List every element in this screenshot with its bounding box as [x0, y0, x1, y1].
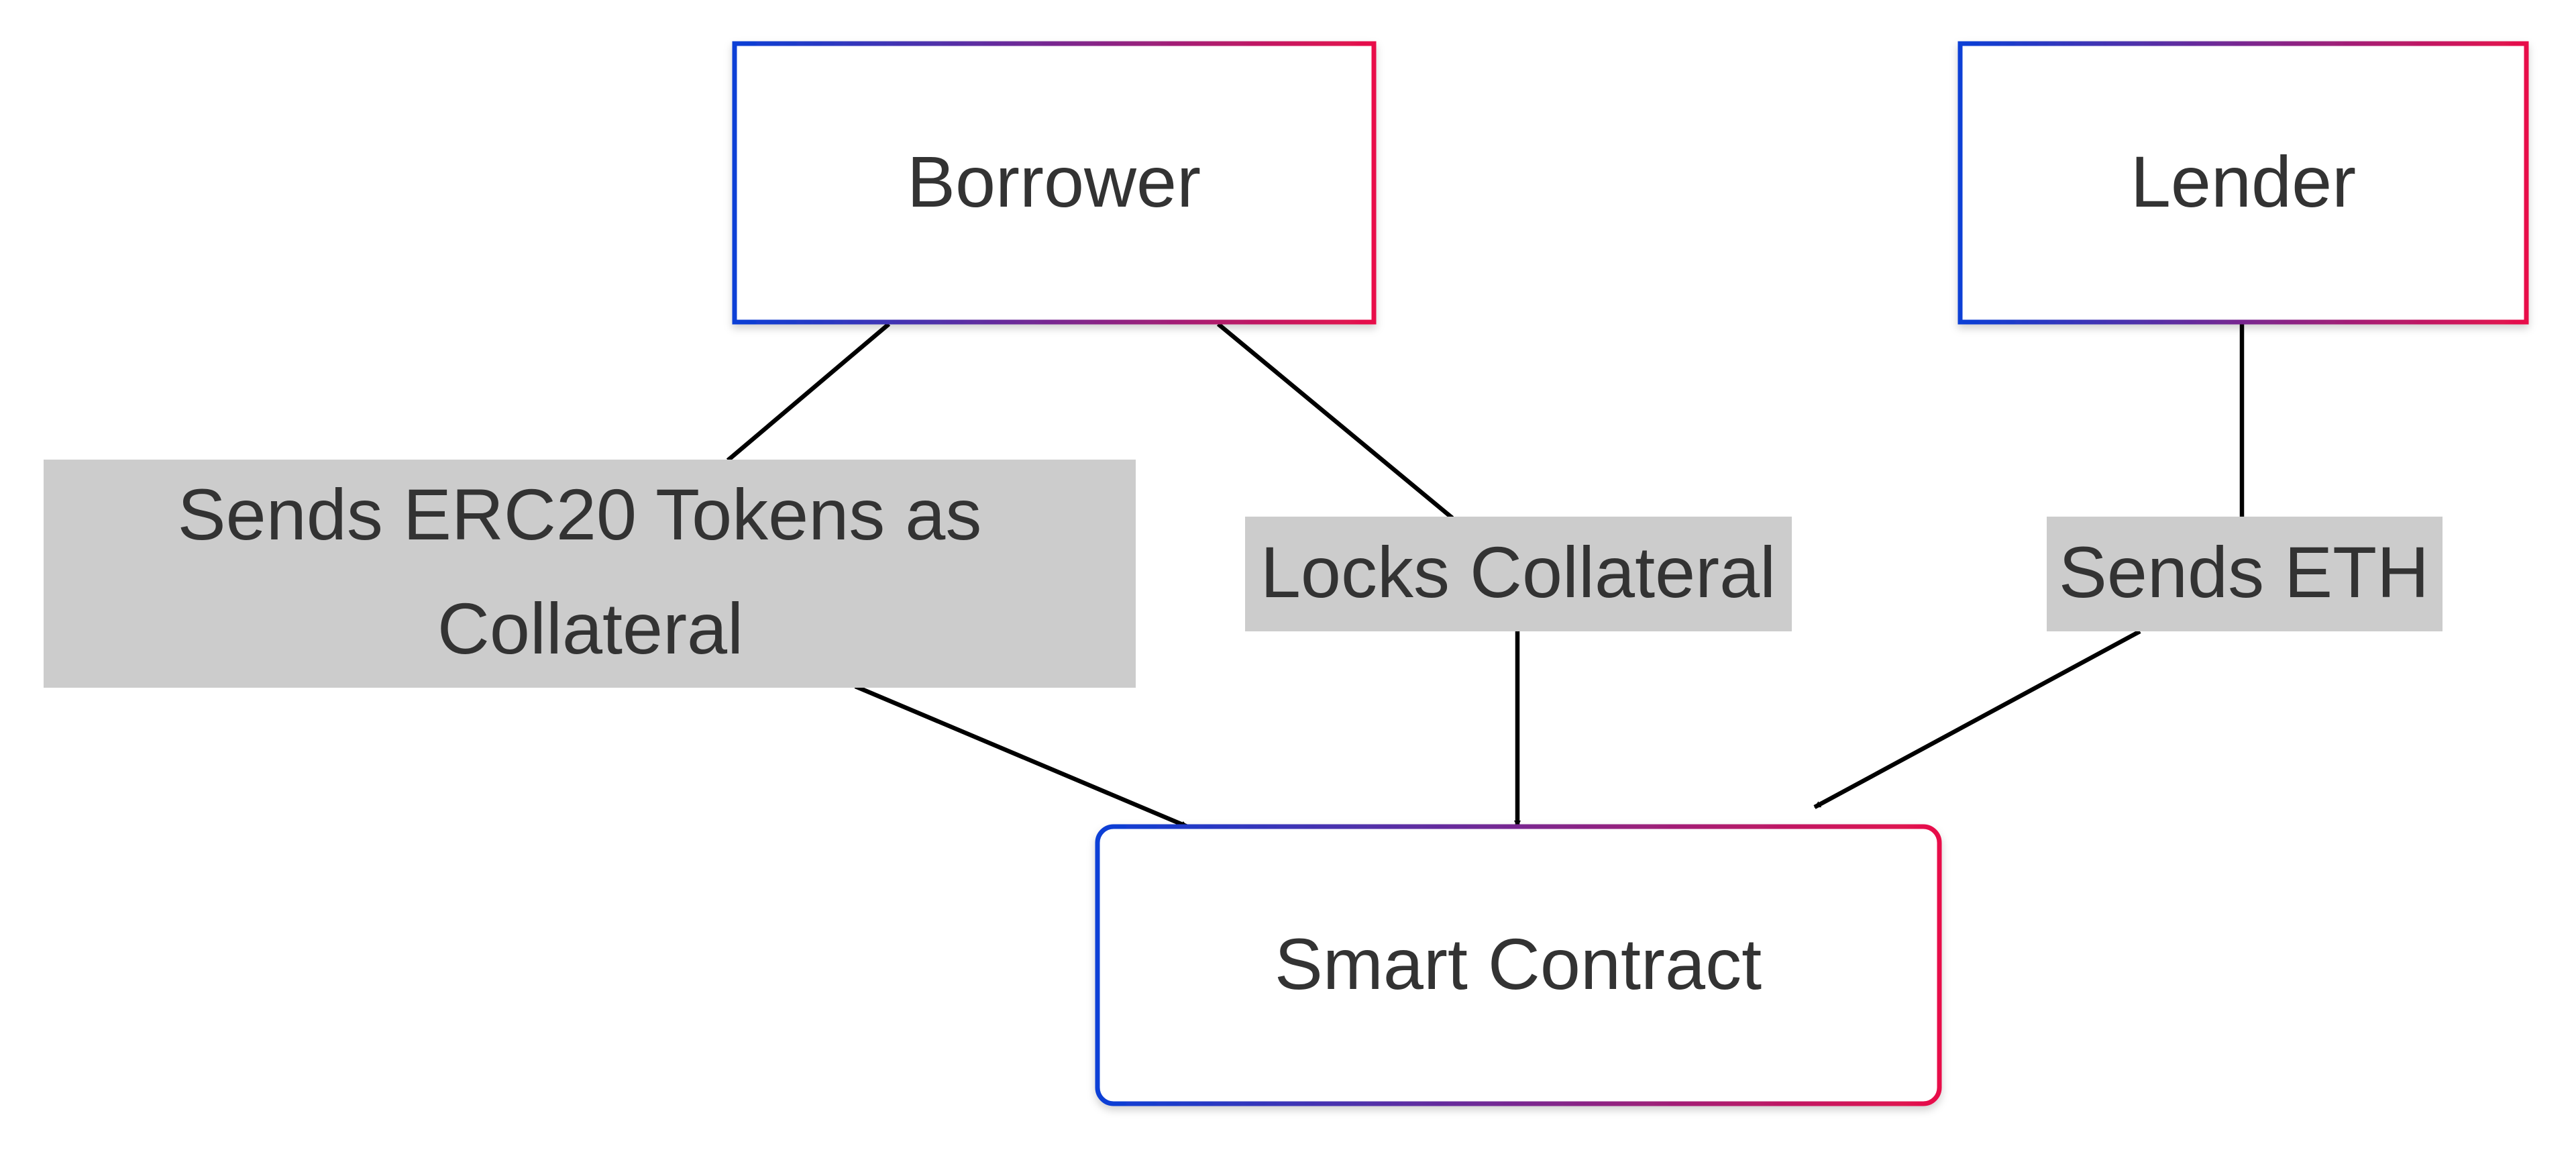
- node-lender-label: Lender: [2131, 141, 2356, 222]
- node-borrower[interactable]: Borrower: [732, 41, 1377, 325]
- edge-label-erc20-bg: [44, 460, 1136, 688]
- edge-lender-eth-arrow: [1813, 629, 2141, 809]
- node-lender-box[interactable]: [1957, 41, 2529, 325]
- edge-label-locks-bg: [1245, 517, 1792, 631]
- edge-borrower-erc20-arrow: [854, 684, 1189, 829]
- edge-label-eth-bg: [2047, 517, 2443, 631]
- edge-label-locks-text: Locks Collateral: [1260, 531, 1776, 613]
- node-smart-contract-label: Smart Contract: [1275, 923, 1762, 1004]
- node-borrower-label: Borrower: [907, 141, 1201, 222]
- edge-label-eth-text: Sends ETH: [2059, 531, 2429, 613]
- nodes: Borrower Lender Smart Contract: [732, 41, 2529, 1106]
- node-borrower-box[interactable]: [732, 41, 1377, 325]
- edge-label-erc20: Sends ERC20 Tokens as Collateral: [44, 460, 1136, 688]
- node-smart-contract[interactable]: Smart Contract: [1095, 824, 1942, 1106]
- edge-label-erc20-line-1: Sends ERC20 Tokens as: [178, 474, 982, 555]
- edge-label-locks: Locks Collateral: [1245, 517, 1792, 631]
- edges: [726, 322, 2245, 829]
- node-smart-contract-box[interactable]: [1095, 824, 1942, 1106]
- edge-borrower-erc20: [726, 322, 891, 462]
- edge-label-erc20-line-2: Collateral: [437, 588, 743, 669]
- node-lender[interactable]: Lender: [1957, 41, 2529, 325]
- edge-label-eth: Sends ETH: [2047, 517, 2443, 631]
- edge-labels: Sends ERC20 Tokens as Collateral Locks C…: [44, 460, 2443, 688]
- edge-borrower-locks: [1216, 322, 1454, 520]
